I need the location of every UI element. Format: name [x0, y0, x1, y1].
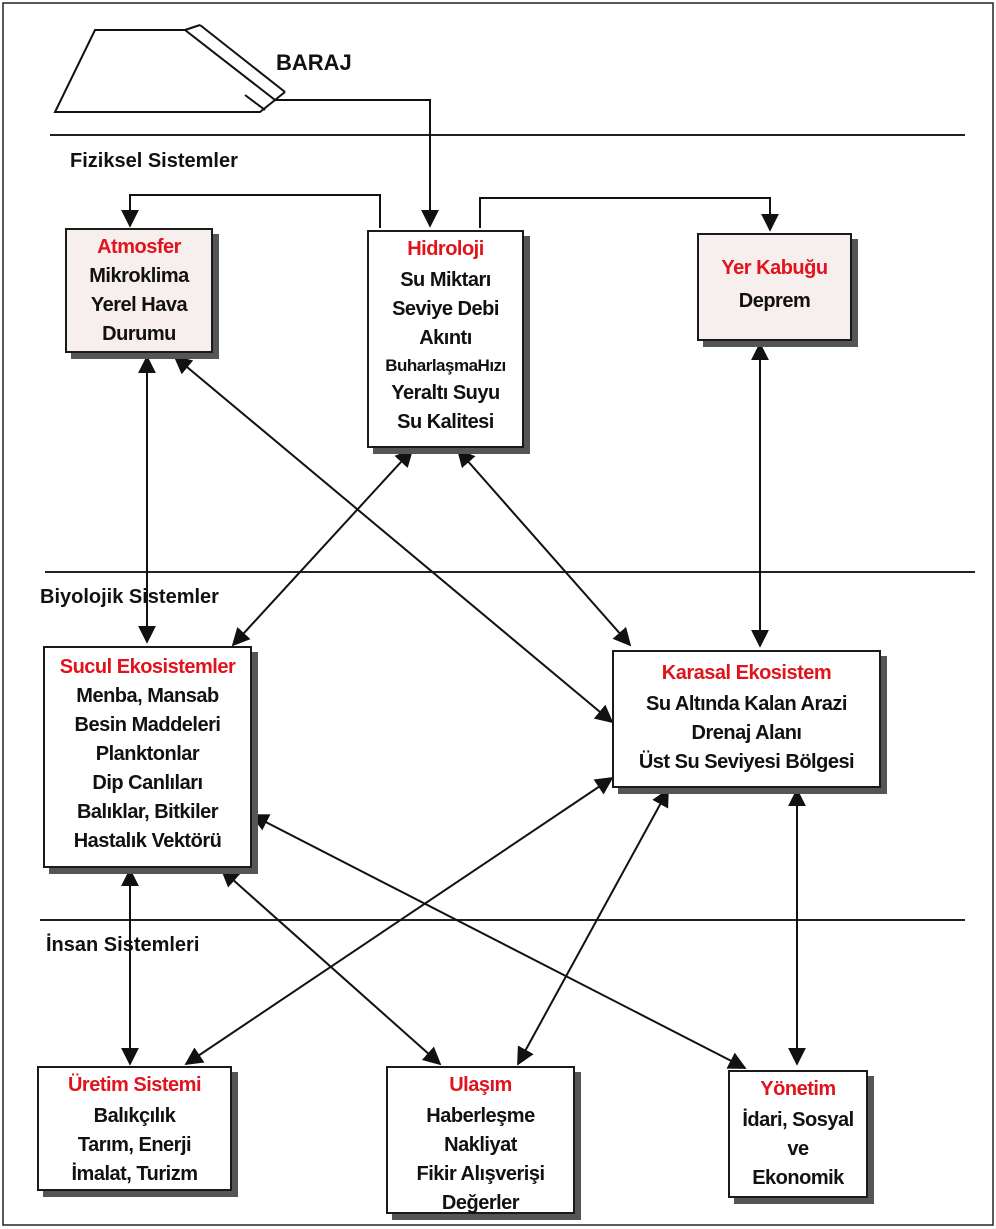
box-line: Seviye Debi	[392, 298, 499, 320]
box-line: Ekonomik	[752, 1167, 844, 1189]
section-label-biological: Biyolojik Sistemler	[40, 586, 219, 608]
box-line: Değerler	[441, 1192, 520, 1214]
box-line: Deprem	[738, 290, 811, 312]
box-line: Yerel Hava	[90, 294, 188, 316]
arrow-hidroloji-yerkabugu	[479, 197, 779, 232]
box-uretim-sistemi: Üretim Sistemi Balıkçılık Tarım, Enerji …	[37, 1066, 232, 1191]
arrow-hidroloji-sucul	[231, 448, 414, 647]
arrow-sucul-yonetim	[250, 814, 747, 1069]
section-label-physical: Fiziksel Sistemler	[70, 150, 238, 172]
box-line: Tarım, Enerji	[77, 1134, 192, 1156]
section-label-human: İnsan Sistemleri	[46, 934, 200, 956]
box-line: Nakliyat	[444, 1134, 517, 1156]
box-line: ve	[787, 1138, 809, 1160]
box-line: Planktonlar	[95, 743, 200, 765]
box-title-hidroloji: Hidroloji	[407, 238, 484, 260]
box-line: Besin Maddeleri	[74, 714, 221, 736]
box-title-karasal: Karasal Ekosistem	[661, 662, 832, 684]
box-line: Yeraltı Suyu	[391, 382, 500, 404]
arrow-hidroloji-karasal	[456, 448, 632, 647]
box-line: Durumu	[102, 323, 176, 345]
box-yer-kabugu: Yer Kabuğu Deprem	[697, 233, 852, 341]
box-line: İmalat, Turizm	[71, 1163, 199, 1185]
box-title-atmosfer: Atmosfer	[97, 236, 181, 258]
box-line: Drenaj Alanı	[691, 722, 802, 744]
box-line: Balıklar, Bitkiler	[76, 801, 219, 823]
box-karasal-ekosistem: Karasal Ekosistem Su Altında Kalan Arazi…	[612, 650, 881, 788]
box-line: Menba, Mansab	[76, 685, 219, 707]
box-title-yer-kabugu: Yer Kabuğu	[721, 257, 828, 279]
box-line: Su Kalitesi	[397, 411, 494, 433]
box-line: Su Altında Kalan Arazi	[646, 693, 847, 715]
dam-drawing-icon	[53, 24, 286, 113]
box-title-ulasim: Ulaşım	[449, 1074, 512, 1096]
box-line: İdari, Sosyal	[742, 1109, 854, 1131]
box-line: Balıkçılık	[93, 1105, 176, 1127]
box-line: Akıntı	[419, 327, 472, 349]
box-line: Mikroklima	[89, 265, 189, 287]
box-yonetim: Yönetim İdari, Sosyal ve Ekonomik	[728, 1070, 868, 1198]
box-line: Dip Canlıları	[92, 772, 203, 794]
box-sucul-ekosistemler: Sucul Ekosistemler Menba, Mansab Besin M…	[43, 646, 252, 868]
box-line: Üst Su Seviyesi Bölgesi	[638, 751, 855, 773]
dam-label: BARAJ	[276, 50, 352, 75]
arrow-hidroloji-atmosfer	[121, 194, 381, 228]
box-line: BuharlaşmaHızı	[385, 356, 506, 375]
box-atmosfer: Atmosfer Mikroklima Yerel Hava Durumu	[65, 228, 213, 353]
arrow-dam-hidroloji	[275, 99, 439, 228]
box-ulasim: Ulaşım Haberleşme Nakliyat Fikir Alışver…	[386, 1066, 575, 1214]
box-title-uretim: Üretim Sistemi	[67, 1074, 202, 1096]
arrow-karasal-ulasim	[517, 788, 669, 1066]
box-line: Fikir Alışverişi	[416, 1163, 546, 1185]
box-title-yonetim: Yönetim	[760, 1078, 836, 1100]
box-line: Haberleşme	[426, 1105, 535, 1127]
box-line: Su Miktarı	[400, 269, 491, 291]
box-line: Hastalık Vektörü	[73, 830, 222, 852]
box-title-sucul: Sucul Ekosistemler	[59, 656, 236, 678]
box-hidroloji: Hidroloji Su Miktarı Seviye Debi Akıntı …	[367, 230, 524, 448]
